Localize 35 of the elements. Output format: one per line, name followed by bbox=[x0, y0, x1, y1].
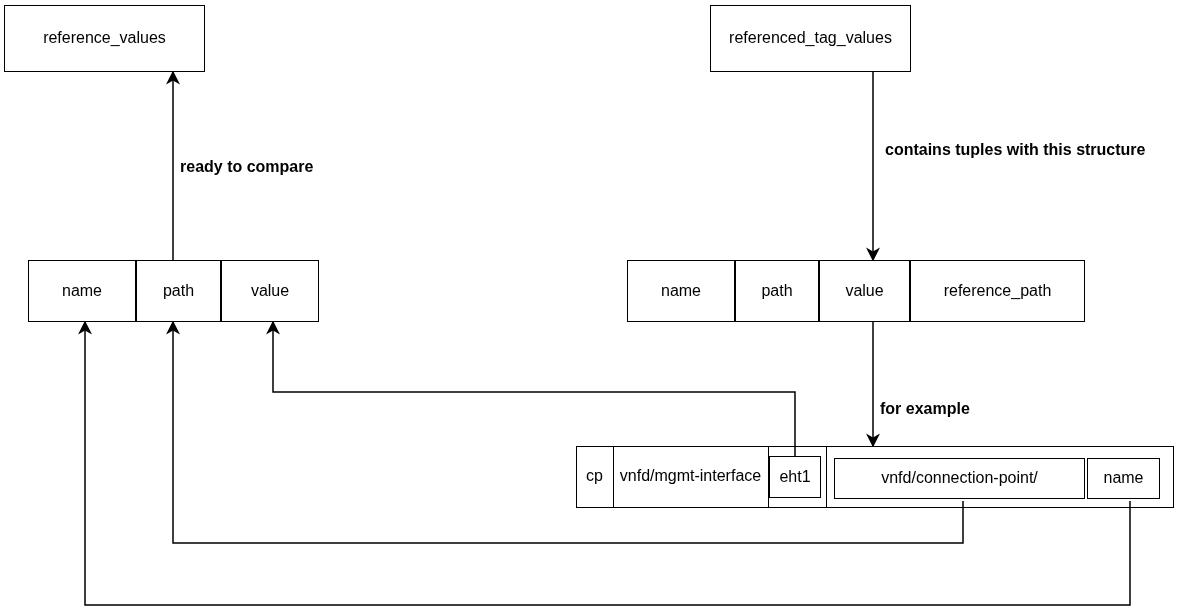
field-name: cp bbox=[586, 467, 603, 486]
field-name: referenced_tag_values bbox=[729, 29, 892, 48]
field-cell bbox=[910, 260, 1085, 322]
edge-label: contains tuples with this structure bbox=[885, 140, 1146, 161]
field-cell bbox=[136, 260, 221, 322]
arrow bbox=[866, 71, 880, 262]
data-box bbox=[4, 5, 205, 72]
field-cell bbox=[735, 260, 819, 322]
field-name: name bbox=[661, 281, 701, 301]
field-name: name bbox=[62, 281, 102, 301]
field-name: eht1 bbox=[779, 467, 811, 487]
field-name: path bbox=[761, 281, 793, 301]
field-cell bbox=[819, 260, 910, 322]
edge-label: for example bbox=[880, 399, 970, 420]
edge-label: ready to compare bbox=[180, 157, 314, 178]
field-cell bbox=[627, 260, 735, 322]
arrow bbox=[166, 70, 180, 261]
field-name: reference_path bbox=[943, 281, 1052, 301]
arrow bbox=[866, 321, 880, 448]
field-name: vnfd/connection-point/ bbox=[881, 469, 1038, 488]
field-cell bbox=[834, 458, 1085, 499]
record-box bbox=[576, 446, 1174, 508]
field-name: path bbox=[162, 281, 195, 301]
field-cell bbox=[769, 456, 821, 498]
field-name: value bbox=[845, 281, 884, 301]
field-name: value bbox=[250, 281, 290, 301]
field-name: reference_values bbox=[43, 29, 166, 48]
arrow bbox=[166, 320, 964, 544]
field-name: name bbox=[1103, 469, 1144, 488]
field-cell bbox=[1087, 458, 1160, 499]
field-name: vnfd/mgmt-interface bbox=[619, 467, 762, 486]
field-cell bbox=[28, 260, 136, 322]
field-cell bbox=[221, 260, 319, 322]
arrow bbox=[78, 320, 1131, 606]
data-box bbox=[710, 5, 911, 72]
